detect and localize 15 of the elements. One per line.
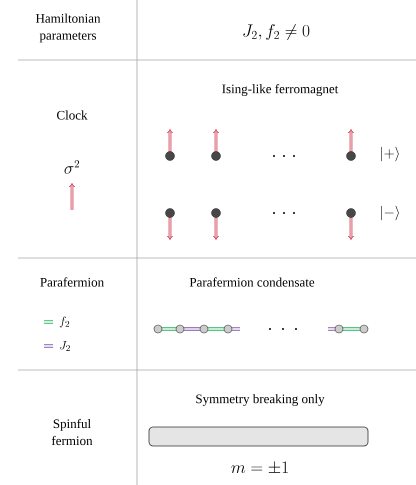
row-heading: Parafermion — [40, 277, 104, 287]
formula: $\sigma^2$ — [64, 160, 80, 174]
state-label: $|-\rangle$ — [381, 206, 399, 220]
column-heading: Symmetry breaking only — [196, 394, 325, 406]
legend-text: $f_2$ — [60, 316, 70, 328]
state-label: $|+\rangle$ — [381, 146, 399, 162]
formula: $m = \pm 1$ — [231, 461, 288, 474]
row-heading: Hamiltonian parameters — [36, 14, 100, 42]
column-heading: Ising-like ferromagnet — [222, 84, 338, 96]
formula: $J_2, f_2 \neq 0$ — [243, 24, 310, 40]
legend-text: $J_2$ — [60, 341, 70, 351]
bar — [148, 426, 368, 446]
row-heading: Spinful fermion — [52, 418, 92, 446]
column-heading: Parafermion condensate — [190, 277, 314, 287]
row-heading: Clock — [57, 110, 88, 120]
